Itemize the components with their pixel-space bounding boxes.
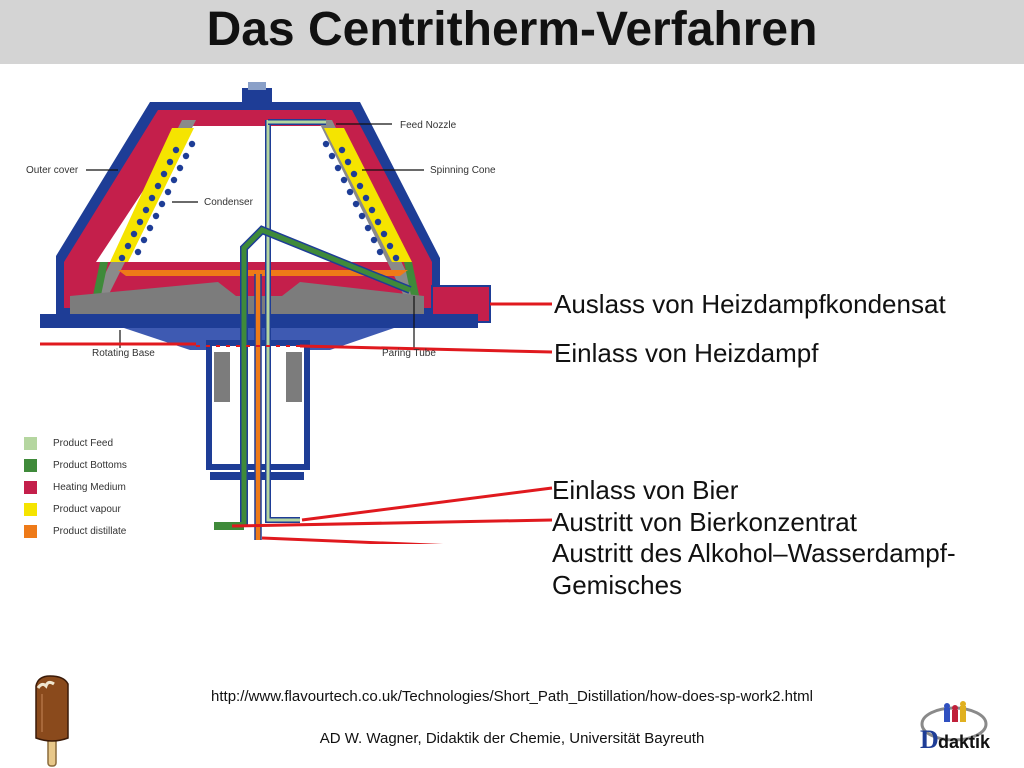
legend-item: Product Feed [24,432,127,454]
callout-austritt-gemisch-line1: Austritt des Alkohol–Wasserdampf- [552,538,956,568]
label-condenser: Condenser [204,197,253,208]
legend-swatch [24,458,37,472]
ice-cream-logo [35,675,69,767]
legend-swatch [24,524,37,538]
condenser-coils-left [118,140,196,262]
column-bearing-left [214,352,230,402]
legend-swatch [24,480,37,494]
label-pointers [86,123,424,348]
svg-text:D: D [920,725,939,754]
source-url: http://www.flavourtech.co.uk/Technologie… [211,688,813,705]
condenser-coils-right [322,140,400,262]
legend-item: Product vapour [24,498,127,520]
centritherm-diagram [40,82,553,544]
product-film-left [92,262,108,300]
title-bar [0,0,1024,64]
legend-swatch [24,502,37,516]
distillate-plate [118,270,408,276]
callout-auslass-heizdampfkondensat: Auslass von Heizdampfkondensat [554,289,946,319]
product-film-right [404,262,420,300]
label-paring-tube: Paring Tube [382,348,436,359]
legend-item: Heating Medium [24,476,127,498]
label-feed-nozzle: Feed Nozzle [400,120,457,131]
legend-label: Product Feed [53,437,114,449]
legend-label: Product vapour [53,503,121,515]
didaktik-logo: D daktik [920,701,991,754]
label-spinning-cone: Spinning Cone [430,165,496,176]
legend-item: Product distillate [24,520,127,542]
credits: AD W. Wagner, Didaktik der Chemie, Unive… [319,730,705,747]
legend-label: Heating Medium [53,481,126,493]
callout-einlass-bier: Einlass von Bier [552,475,739,505]
legend: Product Feed Product Bottoms Heating Med… [24,432,127,542]
top-cap-knob [248,82,266,90]
label-outer-cover: Outer cover [26,165,79,176]
page-title: Das Centritherm-Verfahren [206,3,818,56]
callout-lines [40,302,553,544]
logo-text: daktik [938,732,991,752]
legend-label: Product Bottoms [53,459,127,471]
callout-austritt-bierkonzentrat: Austritt von Bierkonzentrat [552,507,857,537]
legend-label: Product distillate [53,525,127,537]
legend-swatch [24,436,37,450]
bottoms-tube-inner [241,227,411,526]
top-cap [242,88,272,102]
legend-item: Product Bottoms [24,454,127,476]
distillate-tube-outline [254,274,262,540]
label-rotating-base: Rotating Base [92,348,155,359]
column-bearing-right [286,352,302,402]
feed-tube-inner [266,120,300,522]
callout-austritt-gemisch-line2: Gemisches [552,570,683,600]
callout-einlass-heizdampf: Einlass von Heizdampf [554,338,819,368]
